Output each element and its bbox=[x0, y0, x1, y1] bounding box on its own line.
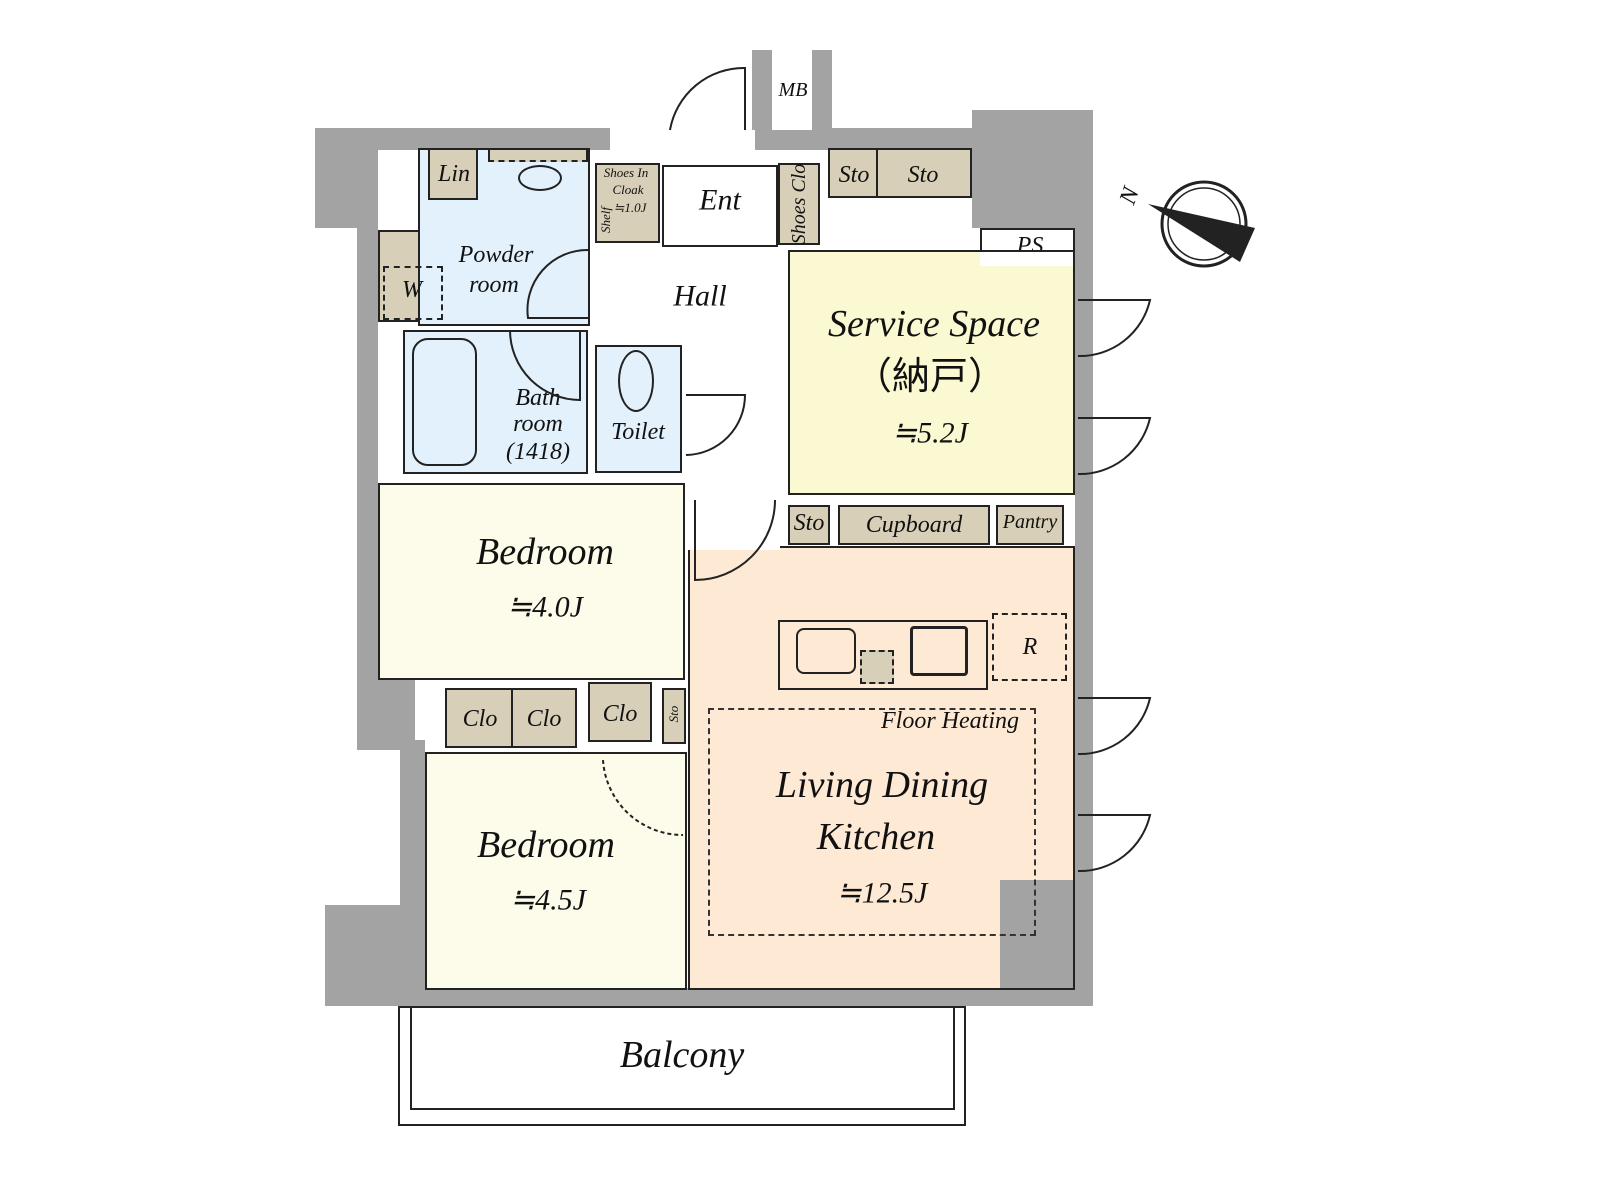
shoes-in-cloak-label: Shoes In bbox=[603, 164, 649, 180]
toilet-icon bbox=[618, 350, 654, 412]
kitchen-counter bbox=[778, 620, 988, 690]
wall-right-top bbox=[972, 110, 1093, 228]
service-space bbox=[788, 250, 1075, 495]
storage-2 bbox=[876, 148, 972, 198]
storage-1 bbox=[828, 148, 878, 198]
mb-space bbox=[772, 50, 812, 130]
cupboard bbox=[838, 505, 990, 545]
wall-right bbox=[1075, 110, 1093, 1005]
bedroom-1-area: ≒4.0J bbox=[507, 590, 583, 624]
storage-4 bbox=[788, 505, 830, 545]
window-3 bbox=[1077, 697, 1152, 756]
service-space-area: ≒5.2J bbox=[892, 416, 968, 450]
ps-gap bbox=[980, 252, 1073, 266]
pantry bbox=[996, 505, 1064, 545]
ldk-label-2: Kitchen bbox=[816, 816, 936, 859]
closet-3 bbox=[588, 682, 652, 742]
storage-3 bbox=[662, 688, 686, 744]
bath-door bbox=[509, 329, 581, 402]
service-space-jp-label: （納戸） bbox=[853, 356, 1007, 399]
bath-label: Bath bbox=[515, 384, 561, 411]
floor-heating-area bbox=[708, 708, 1036, 936]
wall-bottom bbox=[325, 988, 1093, 1006]
sink-counter bbox=[488, 148, 588, 162]
compass-ring bbox=[1160, 180, 1248, 268]
ent-label: Ent bbox=[699, 183, 741, 217]
clo-label-2: Clo bbox=[526, 705, 562, 732]
sink-icon bbox=[518, 165, 562, 191]
powder-label-2: room bbox=[469, 271, 519, 298]
r-label: R bbox=[1022, 633, 1038, 660]
hall-extension bbox=[688, 500, 780, 550]
balcony-inner bbox=[410, 1006, 955, 1110]
washer-outline bbox=[383, 266, 443, 320]
refrigerator-space bbox=[992, 613, 1067, 681]
lin-storage bbox=[428, 148, 478, 200]
entrance bbox=[662, 165, 778, 247]
cupboard-label: Cupboard bbox=[865, 511, 963, 538]
bedroom-1 bbox=[378, 483, 685, 680]
shoes-in-cloak bbox=[595, 163, 660, 243]
sto-label-4: Sto bbox=[793, 509, 825, 536]
floor-heating-label: Floor Heating bbox=[881, 707, 1019, 734]
washer-space bbox=[378, 230, 420, 322]
bedroom-2-label: Bedroom bbox=[477, 824, 615, 867]
wall-left bbox=[357, 200, 378, 680]
sto-label-1: Sto bbox=[838, 161, 870, 188]
shoes-in-cloak-label-2: Cloak bbox=[612, 181, 644, 197]
stove-icon bbox=[910, 626, 968, 676]
bedroom-1-label: Bedroom bbox=[476, 531, 614, 574]
bathtub-icon bbox=[412, 338, 477, 466]
bath-label-2: room bbox=[513, 410, 563, 437]
lin-label: Lin bbox=[437, 160, 471, 187]
hall-label: Hall bbox=[673, 279, 727, 313]
clo-label-3: Clo bbox=[602, 700, 638, 727]
bedroom-2-door bbox=[602, 759, 684, 837]
powder-door bbox=[526, 248, 589, 319]
w-label: W bbox=[402, 276, 422, 303]
mb-label: MB bbox=[778, 79, 808, 101]
pantry-label: Pantry bbox=[1002, 511, 1058, 533]
toilet-door bbox=[685, 394, 747, 456]
compass-arrow-icon bbox=[1148, 204, 1255, 262]
bath-label-3: (1418) bbox=[506, 438, 570, 465]
toilet-label: Toilet bbox=[611, 418, 665, 445]
window-1 bbox=[1077, 299, 1152, 358]
shoes-closet bbox=[778, 163, 820, 245]
service-space-label: Service Space bbox=[827, 303, 1041, 346]
kitchen-sink-icon bbox=[796, 628, 856, 674]
ldk-area: ≒12.5J bbox=[836, 876, 928, 910]
bedroom-1-door bbox=[694, 499, 776, 582]
sto-label-2: Sto bbox=[907, 161, 939, 188]
powder-label: Powder bbox=[458, 241, 534, 268]
dishwasher-outline bbox=[860, 650, 894, 684]
bedroom-2 bbox=[425, 752, 687, 990]
compass-inner-ring bbox=[1167, 187, 1241, 261]
window-4 bbox=[1077, 814, 1152, 873]
ldk-label: Living Dining bbox=[775, 764, 989, 807]
shoes-in-cloak-area: ≒1.0J bbox=[613, 199, 647, 215]
balcony-label: Balcony bbox=[619, 1034, 745, 1077]
wall-top-left bbox=[315, 128, 610, 150]
closet-2 bbox=[511, 688, 577, 748]
bedroom-2-area: ≒4.5J bbox=[510, 883, 586, 917]
entrance-door bbox=[669, 66, 746, 131]
clo-label-1: Clo bbox=[462, 705, 498, 732]
window-2 bbox=[1077, 417, 1152, 476]
